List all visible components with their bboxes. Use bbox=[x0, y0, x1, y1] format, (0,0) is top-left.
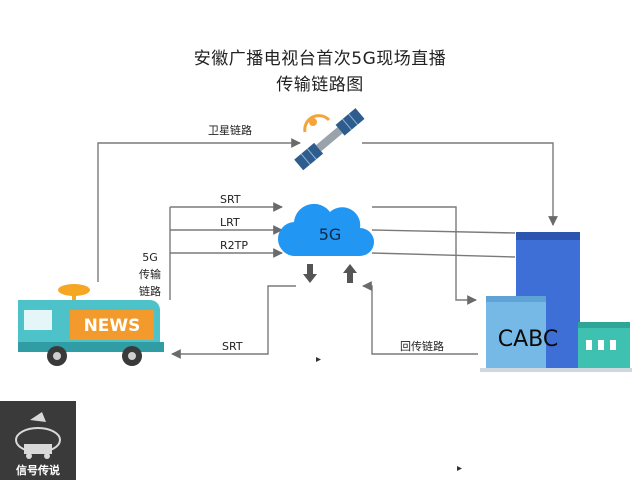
cloud-label: 5G bbox=[319, 225, 342, 244]
watermark-text: 信号传说 bbox=[16, 463, 60, 477]
srt-bottom-label: SRT bbox=[222, 340, 243, 353]
down-arrow-icon bbox=[303, 264, 317, 283]
srt-top-label: SRT bbox=[220, 193, 241, 206]
satellite-downlink-line bbox=[362, 142, 558, 226]
satellite-icon bbox=[294, 108, 365, 171]
cabc-building-icon: CABC bbox=[480, 232, 632, 372]
cloud-to-building-line-1 bbox=[372, 206, 477, 305]
van-sign-label: NEWS bbox=[84, 316, 141, 336]
diagram-title-line1: 安徽广播电视台首次5G现场直播 bbox=[193, 49, 447, 69]
small-arrow-mark-2 bbox=[457, 466, 462, 471]
side-label-link: 链路 bbox=[139, 284, 161, 298]
5g-cloud-icon: 5G bbox=[277, 203, 374, 257]
up-arrow-icon bbox=[343, 264, 357, 283]
return-link-line bbox=[362, 281, 478, 355]
satellite-link-label: 卫星链路 bbox=[208, 123, 252, 137]
r2tp-label: R2TP bbox=[220, 239, 248, 252]
side-label-transmit: 传输 bbox=[139, 267, 161, 281]
watermark-logo: 信号传说 bbox=[0, 401, 76, 480]
diagram-title-line2: 传输链路图 bbox=[276, 75, 364, 95]
side-label-5g: 5G bbox=[142, 251, 158, 264]
news-van-icon: NEWS bbox=[18, 284, 164, 366]
satellite-link-line bbox=[97, 138, 301, 282]
building-label: CABC bbox=[498, 327, 558, 352]
srt-return-line bbox=[171, 285, 296, 359]
return-link-label: 回传链路 bbox=[400, 339, 444, 353]
cloud-to-building-line-2 bbox=[371, 229, 516, 234]
lrt-label: LRT bbox=[220, 216, 240, 229]
small-arrow-mark bbox=[316, 357, 321, 362]
cloud-to-building-line-3 bbox=[371, 252, 516, 258]
